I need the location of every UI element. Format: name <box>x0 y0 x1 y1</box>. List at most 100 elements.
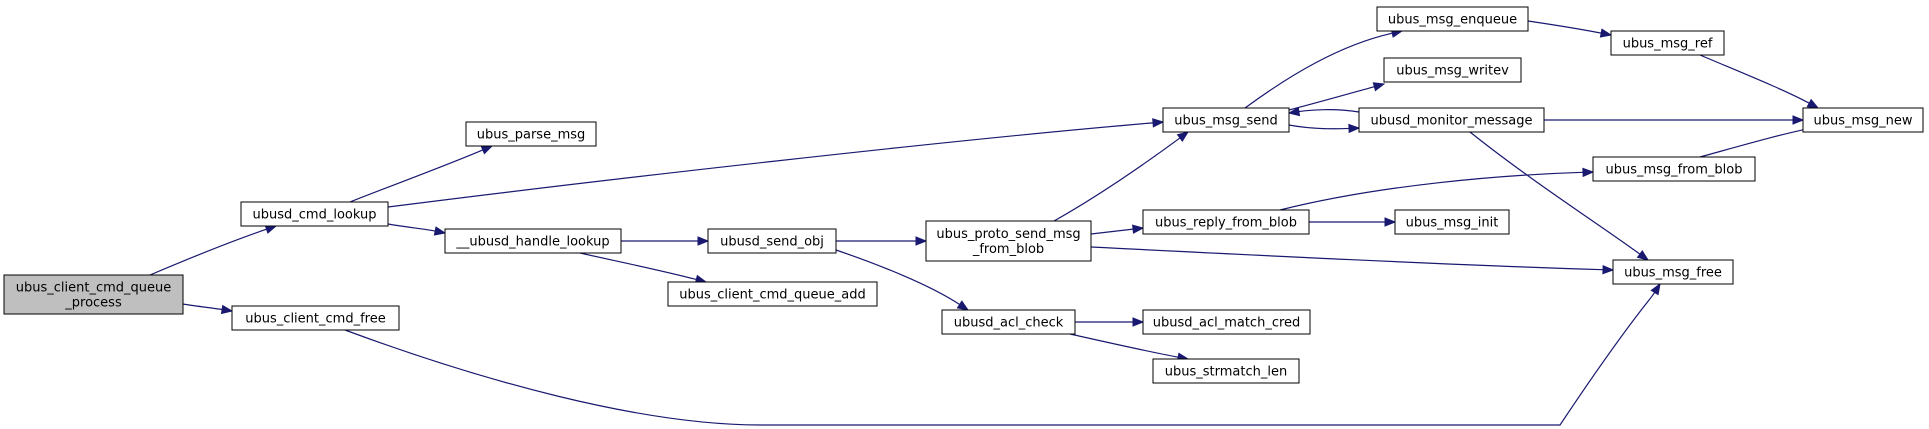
node-msg-enqueue[interactable]: ubus_msg_enqueue <box>1376 6 1529 32</box>
arrowhead-icon <box>1132 317 1145 327</box>
node-root[interactable]: ubus_client_cmd_queue_process <box>3 274 184 315</box>
node-label: ubus_reply_from_blob <box>1155 216 1297 231</box>
node-box <box>1152 358 1300 384</box>
node-msg-new[interactable]: ubus_msg_new <box>1802 107 1924 133</box>
node-label: ubus_strmatch_len <box>1165 365 1287 380</box>
arrowhead-icon <box>1152 118 1165 128</box>
node-proto-send[interactable]: ubus_proto_send_msg_from_blob <box>925 220 1092 262</box>
node-handle-lookup[interactable]: __ubusd_handle_lookup <box>444 228 622 254</box>
node-acl-match-cred[interactable]: ubusd_acl_match_cred <box>1142 309 1311 335</box>
node-box <box>240 201 389 227</box>
edge-cmd_lookup-to-parse_msg <box>349 145 494 203</box>
node-box <box>1394 209 1510 235</box>
edge-line <box>1069 333 1179 358</box>
edge-reply_from_blob-to-msg_from_blob <box>1279 167 1595 211</box>
arrowhead-icon <box>1132 224 1145 234</box>
edge-line <box>1699 54 1810 104</box>
arrowhead-icon <box>1636 249 1650 261</box>
node-label: ubusd_cmd_lookup <box>253 208 377 223</box>
node-msg-from-blob[interactable]: ubus_msg_from_blob <box>1592 156 1756 182</box>
node-send-obj[interactable]: ubusd_send_obj <box>707 228 837 254</box>
node-box <box>444 228 622 254</box>
edge-line <box>579 252 697 281</box>
node-box <box>3 274 184 315</box>
node-msg-ref[interactable]: ubus_msg_ref <box>1610 30 1725 56</box>
node-label: ubusd_acl_match_cred <box>1153 316 1301 331</box>
edge-reply_from_blob-to-msg_init <box>1309 217 1397 227</box>
arrowhead-icon <box>915 236 928 246</box>
node-box <box>1376 6 1529 32</box>
node-strmatch-len[interactable]: ubus_strmatch_len <box>1152 358 1300 384</box>
edge-line <box>1699 127 1814 158</box>
node-box <box>941 309 1076 335</box>
node-box <box>1383 57 1522 83</box>
node-queue-add[interactable]: ubus_client_cmd_queue_add <box>667 281 878 307</box>
node-label: ubus_client_cmd_queue_add <box>679 288 865 303</box>
node-msg-writev[interactable]: ubus_msg_writev <box>1383 57 1522 83</box>
edge-proto_send-to-reply_from_blob <box>1090 224 1145 235</box>
edge-root-to-cmd_free <box>182 303 234 315</box>
edge-line <box>182 303 223 311</box>
node-label: _from_blob <box>972 242 1044 257</box>
node-label: ubus_msg_from_blob <box>1605 163 1742 178</box>
node-monitor-message[interactable]: ubusd_monitor_message <box>1358 107 1545 133</box>
node-box <box>1358 107 1545 133</box>
arrowhead-icon <box>1806 98 1820 109</box>
node-cmd-free[interactable]: ubus_client_cmd_free <box>231 305 400 331</box>
edge-monitor_message-to-msg_free <box>1469 131 1650 261</box>
edge-cmd_free-to-msg_free <box>344 282 1661 426</box>
edge-line <box>387 223 436 232</box>
node-msg-init[interactable]: ubus_msg_init <box>1394 209 1510 235</box>
node-box <box>1592 156 1756 182</box>
arrowhead-icon <box>1348 123 1361 134</box>
arrowhead-icon <box>1582 167 1595 178</box>
arrowhead-icon <box>1792 115 1805 125</box>
edge-line <box>349 149 484 203</box>
node-msg-send[interactable]: ubus_msg_send <box>1162 107 1290 133</box>
node-label: _process <box>64 296 122 311</box>
edge-line <box>1288 124 1350 130</box>
node-acl-check[interactable]: ubusd_acl_check <box>941 309 1076 335</box>
arrowhead-icon <box>1384 217 1397 227</box>
arrowhead-icon <box>1287 106 1301 117</box>
node-label: __ubusd_handle_lookup <box>455 235 609 250</box>
arrowhead-icon <box>480 145 494 155</box>
edge-send_obj-to-acl_check <box>835 249 970 311</box>
arrowhead-icon <box>1650 282 1661 296</box>
edge-handle_lookup-to-send_obj <box>621 236 710 246</box>
edge-line <box>1244 32 1393 109</box>
node-parse-msg[interactable]: ubus_parse_msg <box>465 121 597 147</box>
edge-msg_send-to-msg_writev <box>1288 82 1386 111</box>
node-box <box>925 220 1092 262</box>
edge-msg_send-to-monitor_message <box>1288 123 1361 134</box>
edge-line <box>1090 228 1134 235</box>
node-label: ubus_msg_enqueue <box>1388 13 1517 28</box>
edge-acl_check-to-strmatch_len <box>1069 333 1190 362</box>
node-box <box>1802 107 1924 133</box>
arrowhead-icon <box>697 236 710 246</box>
edge-root-to-cmd_lookup <box>149 224 278 276</box>
node-label: ubus_msg_new <box>1813 114 1912 129</box>
node-label: ubus_msg_writev <box>1396 64 1509 79</box>
node-msg-free[interactable]: ubus_msg_free <box>1612 259 1734 285</box>
edge-line <box>387 122 1154 208</box>
node-reply-from-blob[interactable]: ubus_reply_from_blob <box>1142 209 1310 235</box>
node-box <box>707 228 837 254</box>
node-label: ubusd_send_obj <box>720 235 824 250</box>
edge-monitor_message-to-msg_new <box>1544 115 1805 125</box>
arrowhead-icon <box>1176 131 1190 143</box>
node-box <box>231 305 400 331</box>
edge-cmd_lookup-to-msg_send <box>387 118 1165 208</box>
edge-proto_send-to-msg_send <box>1053 131 1190 222</box>
arrowhead-icon <box>1599 28 1613 38</box>
node-cmd-lookup[interactable]: ubusd_cmd_lookup <box>240 201 389 227</box>
edge-line <box>344 292 1656 426</box>
node-box <box>1142 309 1311 335</box>
node-label: ubusd_monitor_message <box>1370 114 1532 129</box>
edge-handle_lookup-to-queue_add <box>579 252 708 284</box>
arrowhead-icon <box>1602 264 1615 275</box>
node-label: ubus_msg_free <box>1624 266 1722 281</box>
node-label: ubus_parse_msg <box>477 128 586 143</box>
edge-line <box>1053 137 1181 222</box>
